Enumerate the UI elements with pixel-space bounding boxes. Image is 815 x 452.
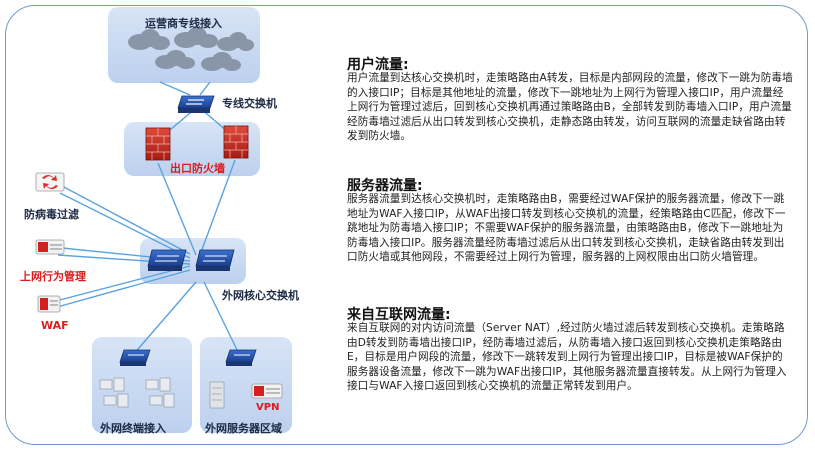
firewall-label: 出口防火墙 bbox=[170, 162, 225, 175]
terminal-zone-label: 外网终端接入 bbox=[100, 422, 166, 435]
waf-label: WAF bbox=[41, 319, 69, 332]
user-traffic-title: 用户流量: bbox=[347, 57, 409, 73]
antivirus-gateway-icon bbox=[35, 172, 65, 192]
firewall-icon bbox=[223, 125, 249, 159]
server-traffic-title: 服务器流量: bbox=[347, 178, 423, 194]
cloud-icon bbox=[155, 50, 195, 69]
vpn-gateway-icon bbox=[251, 383, 283, 399]
server-switch-icon bbox=[225, 349, 257, 366]
access-switch-icon bbox=[119, 349, 151, 366]
server-icon bbox=[209, 381, 225, 409]
outer-frame bbox=[5, 5, 808, 445]
core-switch-icon bbox=[195, 249, 235, 271]
user-traffic-text: 用户流量到达核心交换机时，走策略路由A转发，目标是内部网段的流量，修改下一跳为防… bbox=[347, 72, 793, 143]
cloud-icon bbox=[128, 29, 170, 50]
network-diagram bbox=[35, 27, 283, 409]
vpn-label: VPN bbox=[256, 402, 280, 413]
isp-zone-label: 运营商专线接入 bbox=[145, 17, 222, 30]
server-zone-label: 外网服务器区域 bbox=[205, 422, 282, 435]
behavior-management-label: 上网行为管理 bbox=[20, 270, 86, 283]
server-traffic-text: 服务器流量到达核心交换机时，走策略路由B，需要经过WAF保护的服务器流量，修改下… bbox=[347, 193, 786, 264]
waf-device-icon bbox=[37, 295, 61, 313]
firewall-icon bbox=[145, 127, 171, 161]
edge-switch-icon bbox=[177, 95, 215, 113]
pc-terminal-icon bbox=[99, 377, 129, 408]
core-switch-icon bbox=[147, 249, 187, 271]
pc-terminal-icon bbox=[145, 377, 175, 408]
cloud-icon bbox=[201, 52, 241, 71]
behavior-management-icon bbox=[35, 239, 65, 255]
cloud-icon bbox=[174, 27, 218, 48]
edge-switch-label: 专线交换机 bbox=[222, 97, 277, 110]
internet-traffic-title: 来自互联网流量: bbox=[347, 307, 451, 323]
antivirus-label: 防病毒过滤 bbox=[24, 208, 79, 221]
cloud-icon bbox=[217, 32, 254, 51]
core-switch-label: 外网核心交换机 bbox=[222, 289, 299, 302]
internet-traffic-text: 来自互联网的对内访问流量（Server NAT）,经过防火墙过滤后转发到核心交换… bbox=[347, 322, 787, 393]
